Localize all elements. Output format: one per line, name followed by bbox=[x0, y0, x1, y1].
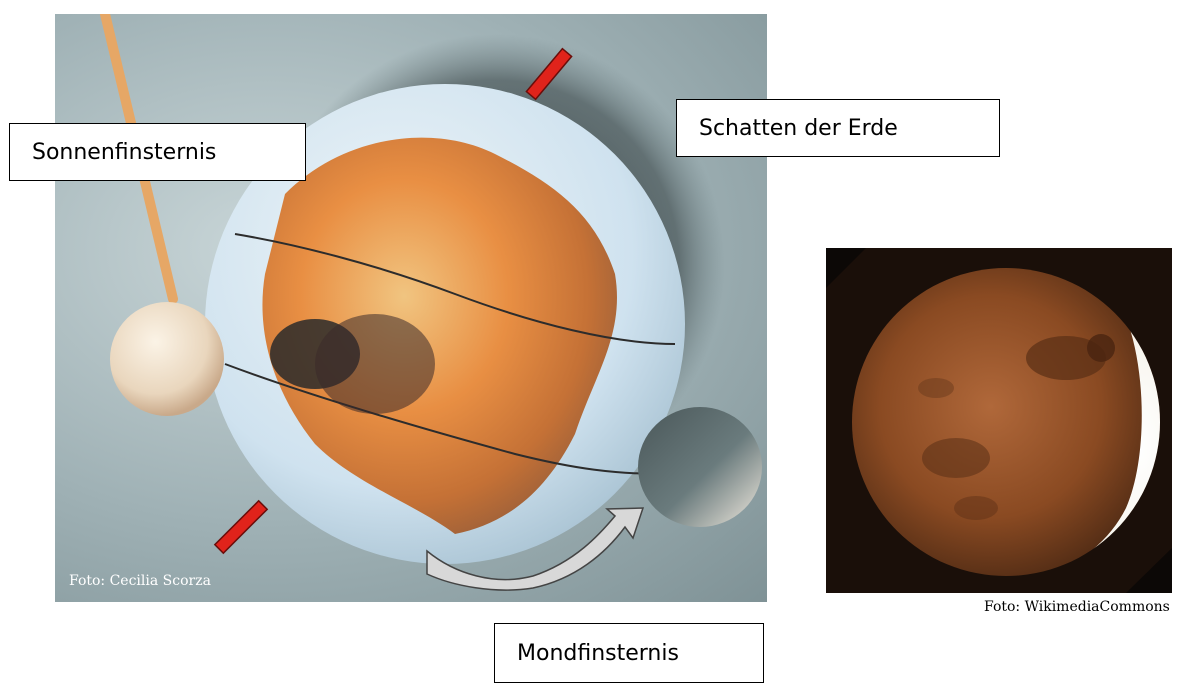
label-solar-eclipse: Sonnenfinsternis bbox=[9, 123, 306, 181]
label-solar-eclipse-text: Sonnenfinsternis bbox=[32, 140, 216, 165]
photo-credit-main: Foto: Cecilia Scorza bbox=[69, 573, 211, 589]
photo-credit-moon: Foto: WikimediaCommons bbox=[984, 599, 1170, 615]
lunar-eclipse-illustration bbox=[826, 248, 1172, 593]
moon-ball-model bbox=[110, 302, 224, 416]
label-lunar-eclipse-text: Mondfinsternis bbox=[517, 641, 679, 666]
lunar-eclipse-photo bbox=[826, 248, 1172, 593]
label-lunar-eclipse: Mondfinsternis bbox=[494, 623, 764, 683]
label-earth-shadow-text: Schatten der Erde bbox=[699, 116, 898, 141]
moon-model-in-shadow bbox=[638, 407, 762, 527]
label-earth-shadow: Schatten der Erde bbox=[676, 99, 1000, 157]
globe-model-photo: Foto: Cecilia Scorza bbox=[55, 14, 767, 602]
red-marker-icon bbox=[215, 501, 267, 553]
globe-scene-illustration bbox=[55, 14, 767, 602]
